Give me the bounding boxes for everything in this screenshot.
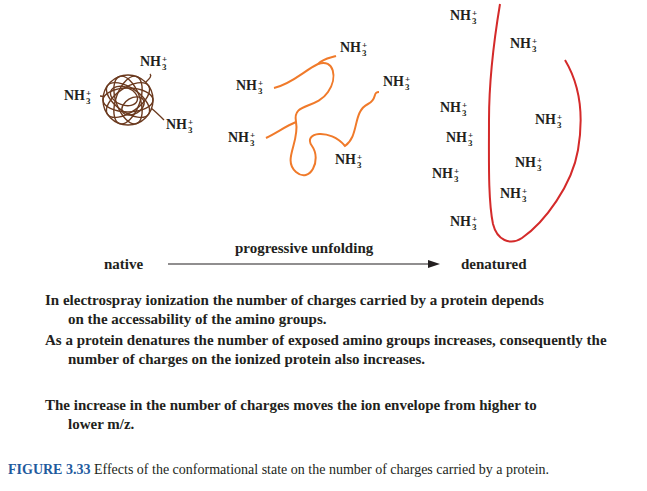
protein-chain bbox=[489, 4, 581, 242]
arrow-head bbox=[428, 260, 440, 268]
chain-end bbox=[146, 74, 151, 82]
coil-loop bbox=[108, 83, 140, 109]
coil-loop bbox=[108, 72, 148, 127]
denatured-protein bbox=[489, 4, 581, 242]
amine-label: NH+3 bbox=[510, 36, 537, 53]
amine-label: NH+3 bbox=[228, 130, 255, 147]
amine-label: NH+3 bbox=[450, 214, 477, 231]
amine-label: NH+3 bbox=[383, 74, 410, 91]
figure-caption: FIGURE 3.33 Effects of the conformationa… bbox=[8, 461, 549, 479]
amine-label: NH+3 bbox=[535, 112, 562, 129]
note-paragraph: As a protein denatures the number of exp… bbox=[45, 331, 618, 369]
amine-label: NH+3 bbox=[432, 166, 459, 183]
protein-chain bbox=[318, 56, 336, 64]
progress-arrow bbox=[168, 260, 440, 268]
chain-end bbox=[100, 96, 104, 97]
state-label: native bbox=[104, 255, 143, 273]
amine-label: NH+3 bbox=[446, 130, 473, 147]
native-protein bbox=[100, 72, 164, 127]
protein-chain bbox=[266, 122, 296, 138]
coil-loop bbox=[108, 72, 148, 127]
amine-label: NH+3 bbox=[340, 40, 367, 57]
amine-label: NH+3 bbox=[236, 78, 263, 95]
arrow-line bbox=[168, 263, 430, 264]
coil-loop bbox=[101, 76, 156, 124]
amine-label: NH+3 bbox=[440, 100, 467, 117]
amine-label: NH+3 bbox=[450, 8, 477, 25]
amine-label: NH+3 bbox=[500, 186, 527, 203]
amine-label: NH+3 bbox=[335, 152, 362, 169]
arrow-label: progressive unfolding bbox=[235, 239, 373, 257]
coil-loop bbox=[101, 76, 156, 124]
note-paragraph: The increase in the number of charges mo… bbox=[45, 396, 563, 434]
amine-label: NH+3 bbox=[140, 54, 167, 71]
amine-label: NH+3 bbox=[166, 117, 193, 134]
protein-chain bbox=[274, 63, 379, 175]
coil-loop bbox=[119, 93, 148, 119]
note-paragraph: In electrospray ionization the number of… bbox=[45, 291, 558, 329]
unfolding-protein bbox=[266, 56, 379, 175]
chain-end bbox=[151, 108, 164, 120]
amine-label: NH+3 bbox=[64, 88, 91, 105]
amine-label: NH+3 bbox=[515, 155, 542, 172]
state-label: denatured bbox=[461, 255, 527, 273]
